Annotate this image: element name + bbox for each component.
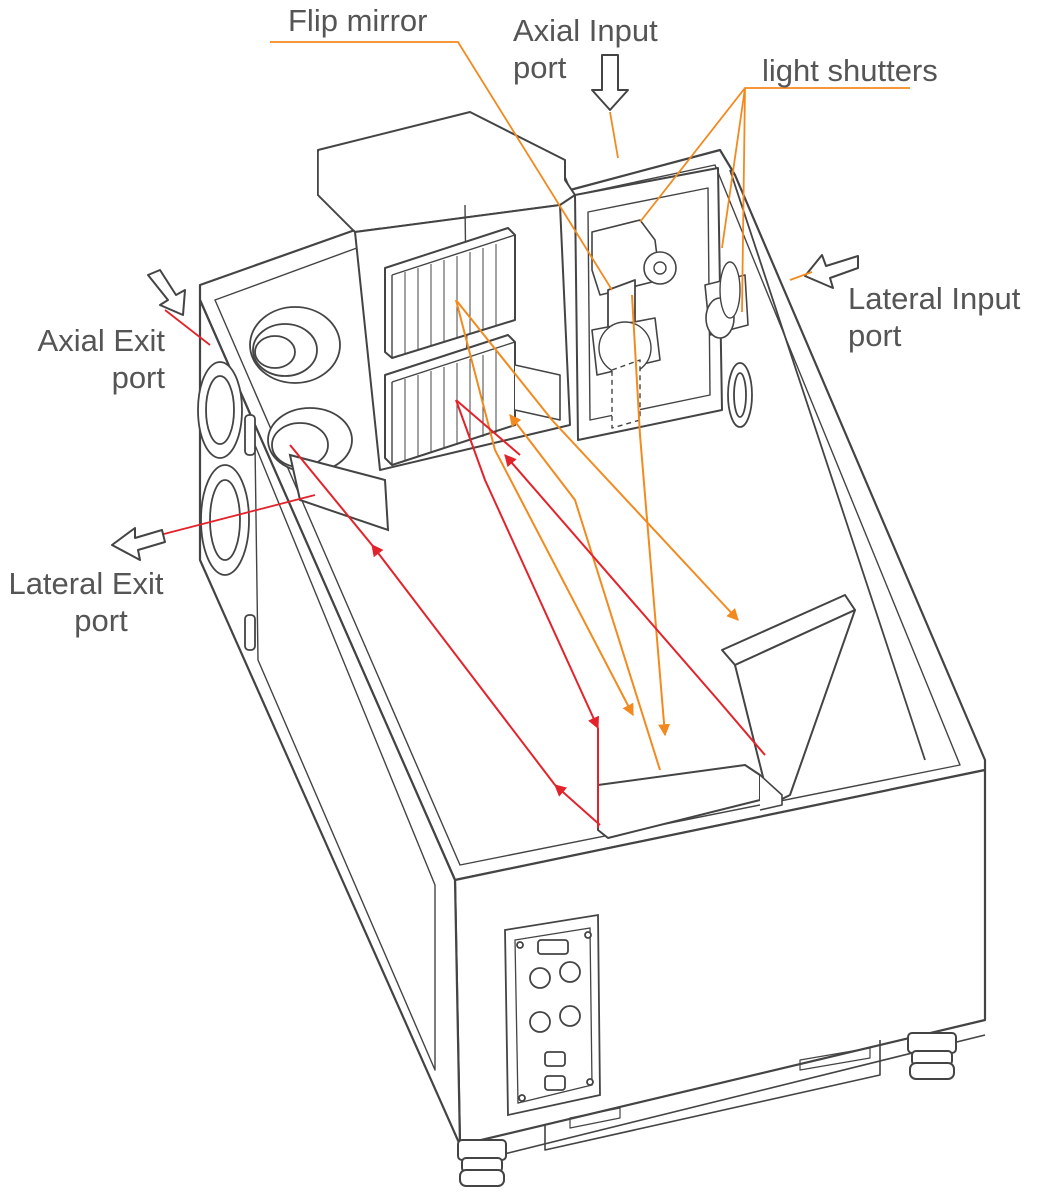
light-shutters-text: light shutters — [762, 53, 938, 88]
housing-base-front — [544, 1040, 881, 1151]
exit-tubes — [249, 306, 353, 473]
light-shutters-leader-3 — [741, 87, 746, 313]
output-beam-4 — [554, 784, 601, 826]
input-beam-to-collimator — [455, 299, 739, 621]
port-arrows — [111, 54, 859, 561]
gratings — [384, 227, 561, 466]
flip-mirror-text: Flip mirror — [288, 3, 428, 38]
back-module-side — [317, 150, 356, 233]
axial-input-text: Axial Input — [513, 13, 658, 48]
output-beam-3 — [504, 454, 766, 756]
output-beam-1 — [455, 399, 599, 730]
axial-input-port-text: port — [513, 50, 567, 85]
output-beam-6 — [289, 444, 373, 546]
lateral-exit-port-label: Lateral Exit port — [0, 565, 172, 639]
axial-input-arrow-icon — [591, 54, 629, 111]
lateral-input-port-label: Lateral Input port — [848, 280, 1020, 354]
grating-mount — [514, 364, 561, 421]
lateral-input-text: Lateral Input — [848, 281, 1021, 316]
flip-mirror-leader — [270, 41, 613, 291]
collimating-mirror — [721, 594, 856, 806]
light-shutters-leader-2 — [721, 87, 746, 249]
housing-base-slot2 — [569, 1107, 621, 1129]
input-beams — [455, 294, 739, 771]
axial-exit-port-label: Axial Exit port — [20, 322, 165, 396]
output-beams — [289, 399, 766, 828]
exit-flanges — [197, 361, 256, 651]
axial-exit-arrow-icon — [147, 269, 186, 316]
feet — [457, 1032, 957, 1187]
light-shutters-label: light shutters — [762, 52, 938, 89]
input-beam-collimator-return — [509, 414, 661, 771]
lateral-input-leader — [789, 271, 813, 281]
input-beam-grating-out — [455, 299, 634, 717]
output-beam-7 — [455, 399, 521, 456]
grating-upper — [384, 227, 516, 359]
lateral-input-flange — [727, 169, 926, 761]
connector-panel — [504, 913, 601, 1117]
axial-input-port-label: Axial Input port — [513, 12, 658, 86]
flip-mirror-dashed — [611, 359, 641, 429]
foot-right — [907, 1032, 957, 1080]
label-leaders — [270, 41, 910, 313]
focusing-mirror — [597, 764, 783, 839]
housing-left-inset — [254, 444, 436, 1071]
lateral-exit-arrow-icon — [111, 527, 166, 561]
input-beam-axial — [631, 294, 671, 737]
exit-mirror — [288, 453, 390, 532]
foot-left — [457, 1139, 507, 1187]
input-module — [574, 167, 749, 441]
housing-base-slot — [799, 1047, 871, 1071]
exit-leaders — [159, 309, 316, 536]
axial-input-leader — [609, 111, 619, 159]
axial-exit-port-text: port — [111, 360, 165, 395]
output-beam-5 — [371, 544, 556, 786]
flip-mirror-label: Flip mirror — [288, 2, 428, 39]
lateral-input-port-text: port — [848, 318, 902, 353]
axial-exit-text: Axial Exit — [37, 323, 165, 358]
input-module-inner — [587, 187, 711, 421]
lateral-exit-text: Lateral Exit — [8, 566, 164, 601]
lateral-exit-port-text: port — [74, 603, 128, 638]
lateral-input-arrow-icon — [804, 254, 859, 289]
